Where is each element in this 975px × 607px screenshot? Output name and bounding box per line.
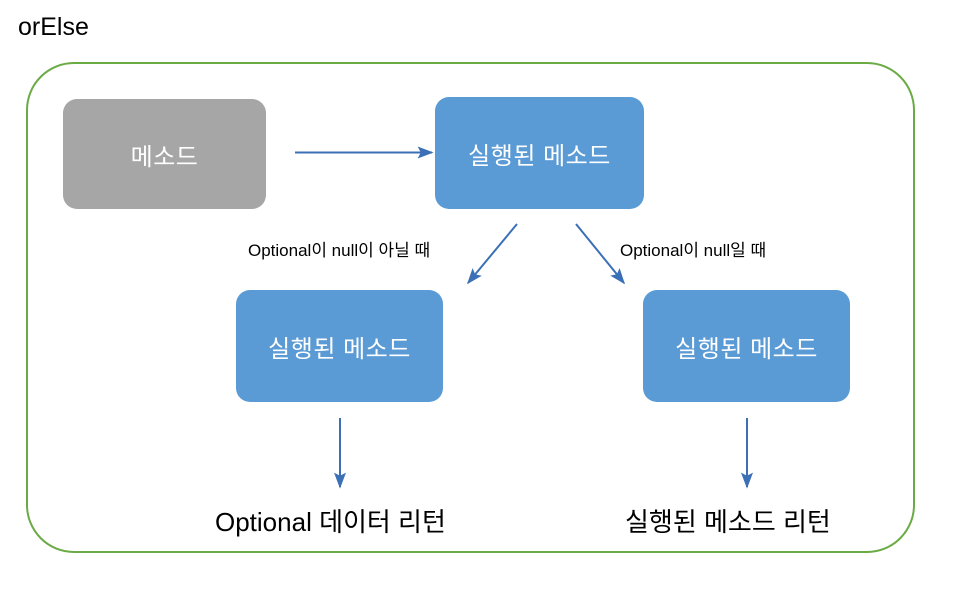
node-executed-method-left[interactable]: 실행된 메소드 — [236, 290, 443, 402]
node-executed-method-top[interactable]: 실행된 메소드 — [435, 97, 644, 209]
node-executed-method-left-label: 실행된 메소드 — [268, 335, 411, 363]
node-method[interactable]: 메소드 — [63, 99, 266, 209]
edge-label-optional-is-null: Optional이 null일 때 — [620, 241, 767, 260]
group-boundary-frame — [26, 62, 915, 553]
node-method-label: 메소드 — [130, 143, 199, 171]
node-executed-method-top-label: 실행된 메소드 — [468, 142, 611, 170]
edge-label-optional-not-null: Optional이 null이 아닐 때 — [248, 241, 431, 260]
diagram-title: orElse — [18, 13, 89, 41]
node-executed-method-right-label: 실행된 메소드 — [675, 335, 818, 363]
node-executed-method-right[interactable]: 실행된 메소드 — [643, 290, 850, 402]
result-text-right: 실행된 메소드 리턴 — [625, 507, 831, 537]
result-text-left: Optional 데이터 리턴 — [215, 507, 446, 537]
